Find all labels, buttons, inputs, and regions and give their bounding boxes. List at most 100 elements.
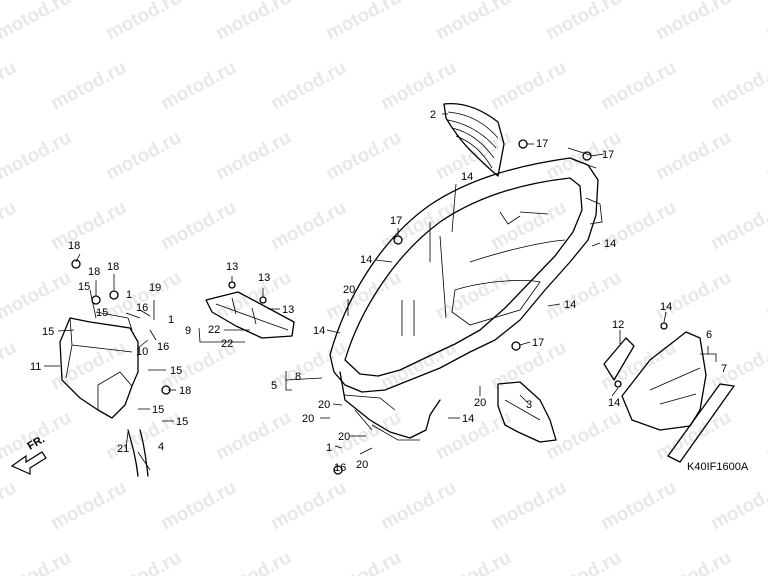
drain-tube[interactable] [127,429,149,477]
callout-16-a: 16 [136,302,148,314]
callout-2: 2 [430,109,436,121]
callout-3: 3 [526,399,532,411]
callout-6: 6 [706,329,712,341]
bolt-icon [71,259,81,269]
watermark-text: motod.ru [0,57,20,114]
callout-14-d: 14 [313,325,325,337]
callout-14-e: 14 [564,299,576,311]
watermark-text: motod.ru [377,477,460,534]
watermark-text: motod.ru [432,267,515,324]
callout-15-e: 15 [152,404,164,416]
callout-20-c: 20 [302,413,314,425]
watermark-text: motod.ru [322,127,405,184]
watermark-text: motod.ru [707,477,768,534]
callout-17-a: 17 [536,138,548,150]
callout-22-a: 22 [208,324,220,336]
watermark-text: motod.ru [0,127,75,184]
inner-pocket[interactable] [59,311,139,419]
watermark-text: motod.ru [267,337,350,394]
watermark-text: motod.ru [322,547,405,576]
watermark-text: motod.ru [762,267,768,324]
watermark-text: motod.ru [487,477,570,534]
watermark-text: motod.ru [0,267,75,324]
callout-1-b: 1 [168,314,174,326]
callout-22-b: 22 [221,338,233,350]
watermark-text: motod.ru [652,547,735,576]
screw-icon [660,322,668,330]
callout-12: 12 [612,319,624,331]
watermark-text: motod.ru [102,547,185,576]
watermark-text: motod.ru [0,477,20,534]
watermark-text: motod.ru [432,547,515,576]
callout-14-b: 14 [604,238,616,250]
callout-14-g: 14 [660,301,672,313]
watermark-text: motod.ru [322,0,405,44]
watermark-text: motod.ru [652,0,735,44]
watermark-text: motod.ru [377,337,460,394]
watermark-text: motod.ru [487,337,570,394]
watermark-text: motod.ru [762,547,768,576]
rear-garnish-panel[interactable] [443,102,505,177]
side-seal[interactable] [667,383,735,463]
watermark-text: motod.ru [0,0,75,44]
watermark-text: motod.ru [487,57,570,114]
callout-13-b: 13 [258,272,270,284]
callout-15-f: 15 [176,416,188,428]
callout-1-a: 1 [126,289,132,301]
watermark-text: motod.ru [47,57,130,114]
callout-14-h: 14 [608,397,620,409]
callout-8: 8 [295,371,301,383]
bolt-icon [333,465,343,475]
callout-15-c: 15 [42,326,54,338]
watermark-text: motod.ru [267,197,350,254]
watermark-text: motod.ru [157,57,240,114]
callout-20-a: 20 [343,284,355,296]
callout-17-d: 17 [532,337,544,349]
callout-18-a: 18 [68,240,80,252]
watermark-text: motod.ru [212,0,295,44]
callout-17-c: 17 [390,215,402,227]
callout-13-c: 13 [282,304,294,316]
lower-cover-flap[interactable] [497,381,557,443]
leader-lines [44,113,717,471]
callout-11: 11 [30,361,41,373]
arrow-icon [10,451,47,475]
watermark-text: motod.ru [0,197,20,254]
watermark-text: motod.ru [652,127,735,184]
watermark-text: motod.ru [102,0,185,44]
callout-21: 21 [117,443,129,455]
watermark-text: motod.ru [542,267,625,324]
callout-9: 9 [185,325,191,337]
watermark-text: motod.ru [102,127,185,184]
stay-bracket[interactable] [205,291,295,339]
watermark-text: motod.ru [597,57,680,114]
callout-16-c: 16 [334,462,346,474]
bolt-icon [518,139,528,149]
watermark-text: motod.ru [0,547,75,576]
side-cover[interactable] [621,331,707,431]
callout-labels: 2 3 4 5 6 7 8 9 10 11 12 13 13 13 14 14 … [30,109,727,474]
watermark-text: motod.ru [47,477,130,534]
callout-20-b: 20 [318,399,330,411]
callout-14-c: 14 [360,254,372,266]
callout-15-b: 15 [96,307,108,319]
callout-18-c: 18 [107,261,119,273]
callout-20-f: 20 [474,397,486,409]
callout-5: 5 [271,380,277,392]
diagram-code: K40IF1600A [687,461,749,473]
watermark-text: motod.ru [762,127,768,184]
side-molding[interactable] [603,337,635,381]
watermark-text: motod.ru [432,127,515,184]
watermark-text: motod.ru [432,0,515,44]
callout-13-a: 13 [226,261,238,273]
callout-1-c: 1 [326,442,332,454]
callout-18-d: 18 [179,385,191,397]
watermark-text: motod.ru [762,407,768,464]
watermark-text: motod.ru [542,0,625,44]
screw-icon [228,281,236,289]
callout-10: 10 [136,346,148,358]
watermark-text: motod.ru [0,337,20,394]
watermark-text: motod.ru [267,57,350,114]
